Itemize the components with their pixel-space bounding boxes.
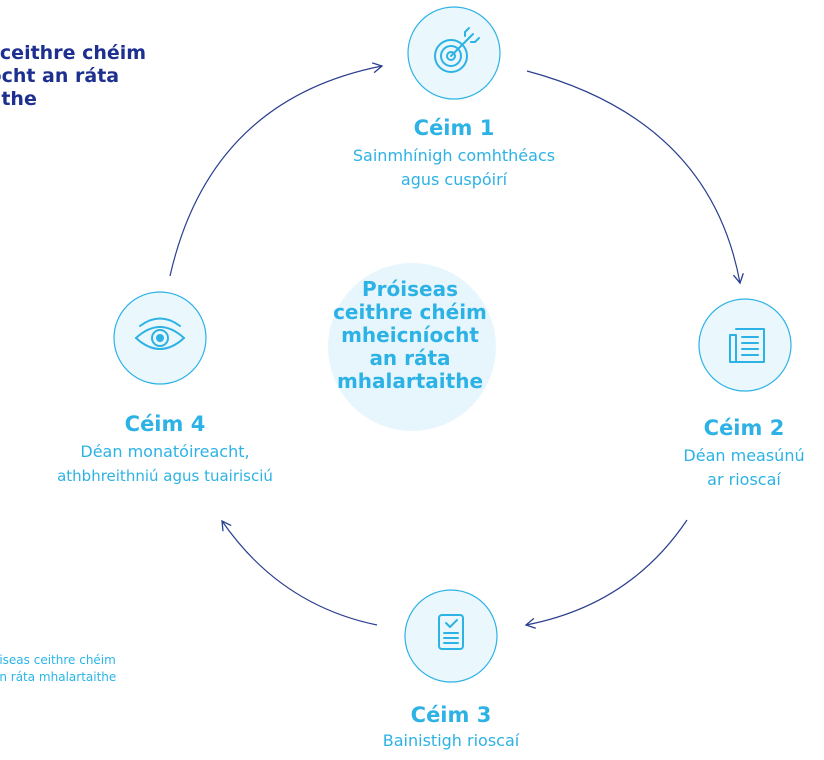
target-icon xyxy=(434,27,480,73)
figure-caption: óiseas ceithre chéim an ráta mhalartaith… xyxy=(0,652,200,686)
step4-title: Céim 4 xyxy=(124,412,206,436)
center-label-line: an ráta xyxy=(369,346,451,370)
figure-caption-line: óiseas ceithre chéim xyxy=(0,653,116,667)
center-label-line: Próiseas xyxy=(362,277,458,301)
arrow-step4-to-step1 xyxy=(169,62,384,277)
checklist-icon xyxy=(438,614,464,650)
page-title-line: s ceithre chéim xyxy=(0,42,147,64)
step2-desc-line: Déan measúnú xyxy=(683,446,805,465)
center-label-line: ceithre chéim xyxy=(333,300,487,324)
step1-label: Céim 1 Sainmhínigh comhthéacs agus cuspó… xyxy=(294,116,614,192)
center-label-line: mheicníocht xyxy=(341,323,479,347)
step3-icon-circle xyxy=(404,589,498,683)
step1-desc-line: agus cuspóirí xyxy=(400,170,508,189)
step3-title: Céim 3 xyxy=(410,703,492,727)
step3-desc-line: Bainistigh rioscaí xyxy=(382,731,520,750)
eye-icon xyxy=(134,317,186,350)
step3-label: Céim 3 Bainistigh rioscaí xyxy=(331,703,571,753)
step2-label: Céim 2 Déan measúnú ar rioscaí xyxy=(664,416,824,492)
step2-title: Céim 2 xyxy=(703,416,785,440)
page-title-line: aithe xyxy=(0,88,37,110)
step1-title: Céim 1 xyxy=(413,116,495,140)
center-circle xyxy=(328,263,496,431)
page-title: s ceithre chéim íocht an ráta aithe xyxy=(0,42,230,111)
step1-desc-line: Sainmhínigh comhthéacs xyxy=(352,146,556,165)
arrow-step2-to-step3 xyxy=(524,519,688,629)
document-icon xyxy=(729,328,765,363)
step4-desc-line: athbhreithniú agus tuairisciú xyxy=(57,467,273,485)
center-label-line: mhalartaithe xyxy=(336,369,484,393)
step2-icon-circle xyxy=(698,298,792,392)
arrow-step3-to-step4 xyxy=(221,519,378,626)
page-title-line: íocht an ráta xyxy=(0,65,120,87)
figure-caption-line: an ráta mhalartaithe xyxy=(0,670,117,684)
step4-label: Céim 4 Déan monatóireacht, athbhreithniú… xyxy=(5,412,325,488)
step2-desc-line: ar rioscaí xyxy=(707,470,781,489)
center-label: Próiseas ceithre chéim mheicníocht an rá… xyxy=(330,278,490,393)
arrow-step1-to-step2 xyxy=(526,70,744,285)
step4-desc-line: Déan monatóireacht, xyxy=(80,442,250,461)
